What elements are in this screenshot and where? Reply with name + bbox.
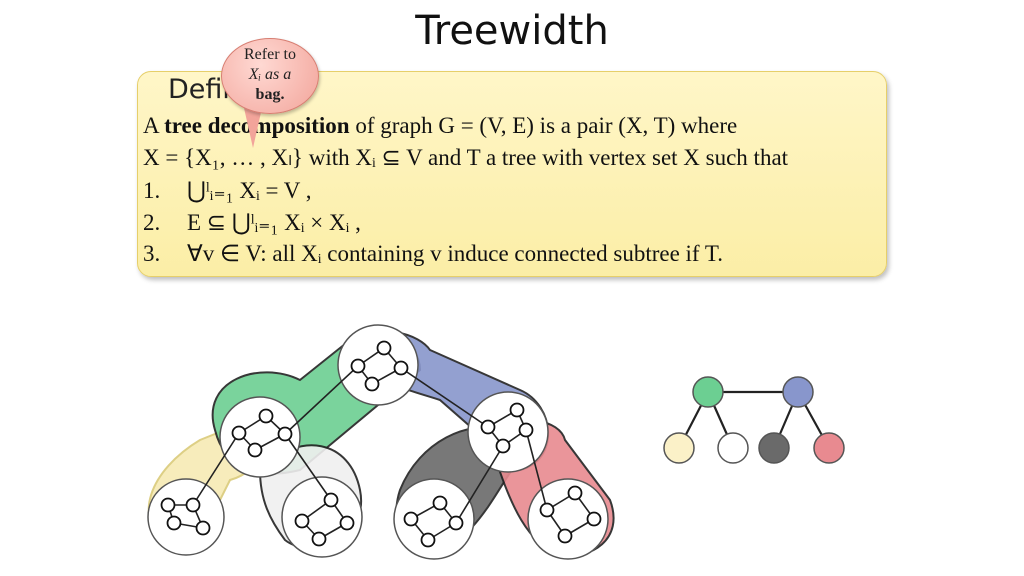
tree-node-green — [692, 376, 724, 408]
callout-line-1: Refer to — [244, 46, 296, 63]
tree-node-blue — [782, 376, 814, 408]
callout-line-3: bag. — [255, 86, 285, 103]
condition-1: 1. ⋃ˡᵢ₌₁ Xᵢ = V , — [143, 178, 311, 204]
bag-leaf-yellow — [147, 478, 225, 556]
bag-leaf-red — [527, 478, 609, 560]
condition-3: 3. ∀v ∈ V: all Xᵢ containing v induce con… — [143, 241, 723, 267]
condition-2-text: E ⊆ ⋃ˡᵢ₌₁ Xᵢ × Xᵢ , — [187, 210, 361, 235]
bag-mid-right — [467, 391, 549, 473]
callout-line-2: Xᵢ as a — [248, 66, 292, 83]
definition-line-2: X = {X₁, … , Xₗ} with Xᵢ ⊆ V and T a tre… — [143, 145, 789, 170]
tree-node-red — [813, 432, 845, 464]
graph-vertices — [160, 340, 602, 548]
condition-3-text: ∀v ∈ V: all Xᵢ containing v induce conne… — [187, 241, 724, 266]
condition-1-text: ⋃ˡᵢ₌₁ Xᵢ = V , — [187, 178, 312, 203]
tree-node-white — [717, 432, 749, 464]
tree-node-dark — [758, 432, 790, 464]
line1-prefix: A — [143, 113, 165, 138]
condition-2: 2. E ⊆ ⋃ˡᵢ₌₁ Xᵢ × Xᵢ , — [143, 210, 361, 236]
bag-mid-left — [219, 396, 301, 478]
condition-1-number: 1. — [143, 178, 161, 203]
bag-leaf-dark — [393, 478, 475, 560]
condition-2-number: 2. — [143, 210, 161, 235]
bag-leaf-white — [281, 476, 363, 558]
line1-rest: of graph G = (V, E) is a pair (X, T) whe… — [349, 113, 738, 138]
callout-tail — [244, 108, 262, 148]
callout-bubble: Refer to Xᵢ as a bag. — [221, 38, 319, 114]
bag-top — [337, 324, 419, 406]
tree-T — [663, 376, 845, 464]
bags — [147, 324, 609, 560]
condition-3-number: 3. — [143, 241, 161, 266]
slide-title: Treewidth — [415, 8, 609, 54]
tree-node-yellow — [663, 432, 695, 464]
